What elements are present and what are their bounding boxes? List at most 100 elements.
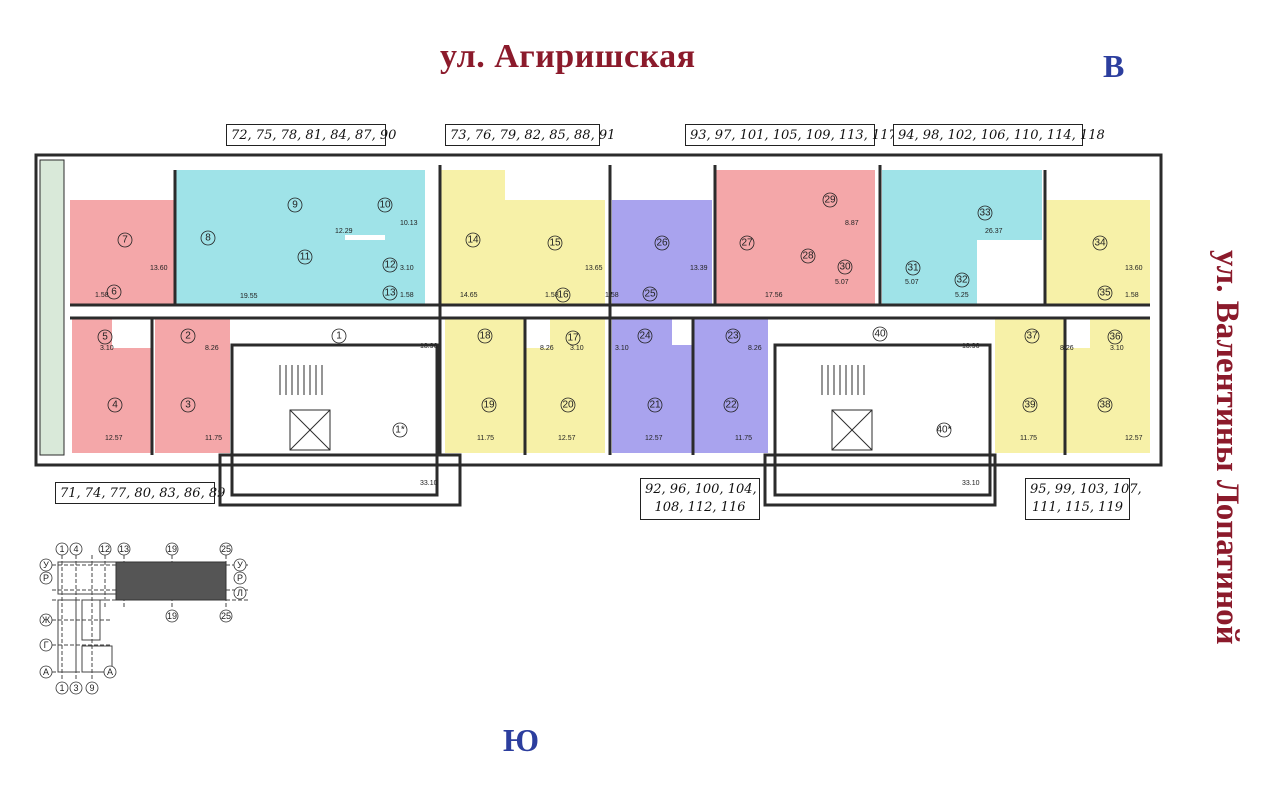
room-number: 2	[185, 331, 191, 342]
apartment-numbers-line: 92, 96, 100, 104,	[645, 482, 757, 497]
key-plan-axis-label: 9	[89, 683, 94, 693]
key-plan-axis-label: 25	[221, 611, 231, 621]
room-number: 40*	[936, 425, 951, 436]
key-plan-axis-label: Р	[43, 573, 49, 583]
apartment-numbers-box: 93, 97, 101, 105, 109, 113, 117	[685, 124, 897, 146]
room-area	[612, 200, 712, 305]
room-area	[155, 348, 230, 453]
room-area	[245, 170, 345, 240]
room-number: 38	[1099, 400, 1111, 411]
room-number-circle	[382, 285, 398, 301]
room-number-circle	[977, 205, 993, 221]
room-number-circle	[297, 249, 313, 265]
room-area-label: 17.56	[765, 292, 783, 299]
room-number-circle	[725, 328, 741, 344]
inner-walls	[70, 165, 1150, 507]
room-number-circle	[654, 235, 670, 251]
room-number: 25	[644, 289, 656, 300]
room-number-circle	[1092, 235, 1108, 251]
room-number-circle	[637, 328, 653, 344]
room-number: 21	[649, 400, 661, 411]
room-area	[932, 240, 977, 305]
room-area-label: 3.10	[1110, 345, 1124, 352]
apartment-numbers-box: 72, 75, 78, 81, 84, 87, 90	[226, 124, 396, 146]
room-number: 32	[956, 275, 968, 286]
room-area-label: 3.10	[100, 345, 114, 352]
room-number: 14	[467, 235, 479, 246]
compass-east-label: В	[1103, 48, 1125, 84]
room-area-label: 5.25	[955, 292, 969, 299]
key-plan-axis-circle	[117, 542, 131, 556]
apartment-numbers-line: 108, 112, 116	[654, 500, 746, 515]
key-plan-axis-circle	[98, 542, 112, 556]
room-number-circle	[1024, 328, 1040, 344]
room-number-circle	[837, 259, 853, 275]
room-number-circle	[1107, 329, 1123, 345]
key-plan-axis-circle	[103, 665, 117, 679]
room-area	[693, 345, 768, 453]
key-plan-axis-circle	[69, 681, 83, 695]
stairwell	[279, 365, 873, 451]
room-area	[345, 170, 425, 235]
key-plan-axis-label: 19	[167, 611, 177, 621]
room-number: 10	[379, 200, 391, 211]
room-number: 16	[557, 290, 569, 301]
key-plan-axis-circle	[39, 558, 53, 572]
key-plan-axis-circle	[219, 542, 233, 556]
key-plan-axis-circle	[55, 681, 69, 695]
room-area-label: 3.10	[615, 345, 629, 352]
room-number-circle	[106, 284, 122, 300]
room-number: 31	[907, 263, 919, 274]
key-plan-axis-circle	[69, 542, 83, 556]
room-area-label: 8.87	[845, 220, 859, 227]
room-area-label: 13.39	[690, 265, 708, 272]
room-number-circle	[392, 422, 408, 438]
room-area	[385, 280, 425, 305]
key-plan-axis-label: 19	[167, 544, 177, 554]
room-number: 18	[479, 331, 491, 342]
key-plan-axis-label: 12	[100, 544, 110, 554]
room-number: 12	[384, 260, 396, 271]
room-number: 33	[979, 208, 991, 219]
room-area-label: 5.07	[835, 279, 849, 286]
room-number-circle	[555, 287, 571, 303]
key-plan-axis-circle	[39, 613, 53, 627]
room-number-circle	[465, 232, 481, 248]
room-area	[440, 170, 505, 305]
room-number-circle	[481, 397, 497, 413]
room-area-label: 19.55	[240, 293, 258, 300]
key-plan-axis-label: Р	[237, 573, 243, 583]
room-number: 26	[656, 238, 668, 249]
room-area	[612, 318, 672, 345]
room-area	[245, 240, 385, 305]
room-number: 17	[567, 333, 579, 344]
room-area-label: 3.10	[570, 345, 584, 352]
key-plan-axis-circle	[233, 558, 247, 572]
room-area-label: 8.26	[540, 345, 554, 352]
room-number-circle	[477, 328, 493, 344]
room-area-label: 14.65	[460, 292, 478, 299]
room-number-circle	[872, 326, 888, 342]
key-plan-axis-label: У	[237, 560, 243, 570]
apartment-numbers-box: 71, 74, 77, 80, 83, 86, 89	[55, 482, 225, 504]
key-plan-axis-label: 1	[59, 544, 64, 554]
room-number-circle	[822, 192, 838, 208]
room-number: 15	[549, 238, 561, 249]
room-area	[995, 348, 1065, 453]
room-area-label: 12.29	[335, 228, 353, 235]
room-area-label: 8.26	[748, 345, 762, 352]
room-number-circle	[905, 260, 921, 276]
room-number-circle	[647, 397, 663, 413]
room-number: 11	[300, 252, 311, 263]
key-plan-axis-label: У	[43, 560, 49, 570]
room-number-circle	[180, 397, 196, 413]
room-number: 3	[185, 400, 191, 411]
room-number: 9	[292, 200, 298, 211]
room-area	[693, 318, 768, 345]
room-number: 34	[1094, 238, 1106, 249]
room-area	[880, 385, 980, 455]
room-area-label: 10.13	[400, 220, 418, 227]
room-number-circle	[287, 197, 303, 213]
room-number: 19	[483, 400, 495, 411]
room-number: 29	[824, 195, 836, 206]
